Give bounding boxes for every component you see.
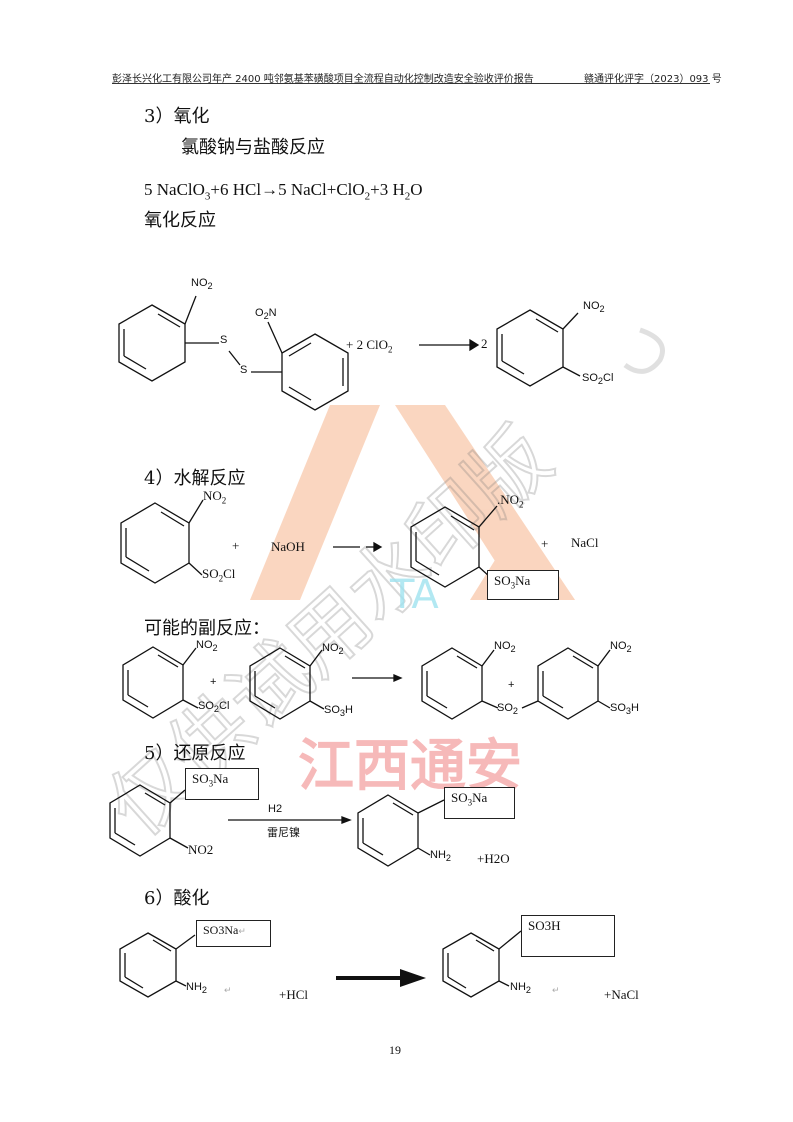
ox-coefficient: 2 (481, 336, 488, 351)
acid-so3na-box: SO3Na↵ (196, 920, 271, 947)
acid-so3h-box: SO3H (521, 915, 615, 957)
side-so2-bridge: SO2 (497, 702, 518, 717)
ox-s-atom-1: S (220, 334, 228, 346)
header-doc-number: 赣通评化评字（2023）093 号 (584, 74, 722, 85)
ox-o2n-label: O2N (255, 307, 277, 322)
page-number: 19 (389, 1043, 401, 1057)
hydrolysis-reactant-ring (120, 499, 204, 584)
hy-so2cl-label: SO2Cl (202, 566, 236, 584)
hy-plus-2: + (541, 536, 549, 551)
red-no2: NO2 (188, 842, 214, 857)
side-plus-1: + (210, 676, 217, 688)
red-so3na-box-1: SO3Na (185, 768, 259, 800)
side-product-ring-2 (521, 647, 611, 720)
hy-naoh: NaOH (271, 539, 305, 554)
reduction-product-ring (357, 794, 445, 867)
chlorate-equation: 5 NaClO3+6 HCl→5 NaCl+ClO2+3 H2O (144, 180, 423, 203)
hy-so3na-box: SO3Na (487, 570, 559, 600)
red-nh2: NH2 (430, 849, 451, 864)
ox-clo2-term: + 2 ClO2 (346, 337, 393, 355)
hy-nacl: NaCl (571, 535, 599, 550)
side-reaction-title: 可能的副反应： (144, 618, 270, 639)
red-h2: H2 (268, 803, 283, 815)
section-3-subtitle: 氯酸钠与盐酸反应 (181, 137, 325, 158)
side-plus-2: + (508, 679, 515, 691)
ox-product-no2: NO2 (583, 300, 605, 315)
oxidation-reactant-ring-1 (118, 295, 282, 382)
section-4-title: 4）水解反应 (144, 468, 246, 489)
hy-no2-label: NO2 (203, 488, 227, 506)
side-reactant-ring-2 (249, 647, 325, 720)
side-no2-4: NO2 (610, 640, 632, 655)
acidification-product-ring (442, 930, 522, 998)
oxidation-product-ring (496, 309, 581, 387)
section-6-title: 6）酸化 (144, 888, 210, 909)
section-5-title: 5）还原反应 (144, 743, 246, 764)
hy-product-no2: .NO2 (497, 492, 524, 510)
section-3-title: 3）氧化 (144, 106, 210, 127)
acidification-arrow (336, 969, 426, 987)
ox-s-atom-2: S (240, 364, 248, 376)
acid-nh2-2: NH2 (510, 981, 531, 996)
red-catalyst: 雷尼镍 (267, 826, 300, 839)
acid-mark-2: ↵ (552, 985, 560, 995)
acid-hcl: +HCl (279, 987, 309, 1002)
ox-product-so2cl: SO2Cl (582, 372, 614, 387)
hydrolysis-product-ring (410, 505, 498, 588)
reduction-reactant-ring (109, 784, 189, 857)
red-h2o: +H2O (477, 851, 510, 866)
acid-nacl: +NaCl (604, 987, 639, 1002)
ox-no2-label: NO2 (191, 277, 213, 292)
oxidation-reactant-ring-2 (267, 321, 349, 411)
oxidation-label: 氧化反应 (144, 210, 216, 231)
side-so2cl: SO2Cl (198, 700, 230, 715)
side-no2-1: NO2 (196, 639, 218, 654)
header-title: 彭泽长兴化工有限公司年产 2400 吨邻氨基苯磺酸项目全流程自动化控制改造安全验… (112, 74, 534, 85)
red-so3na-box-2: SO3Na (444, 787, 515, 819)
header-rule (112, 83, 710, 84)
hy-plus-1: + (232, 538, 240, 553)
acidification-reactant-ring (119, 932, 196, 998)
acid-mark-1: ↵ (224, 985, 232, 995)
side-no2-3: NO2 (494, 640, 516, 655)
side-product-ring-1 (421, 647, 499, 720)
side-reactant-ring-1 (122, 646, 199, 719)
side-so3h-2: SO3H (610, 702, 639, 717)
side-so3h-1: SO3H (324, 704, 353, 719)
watermark-latin: TA (389, 572, 439, 618)
side-no2-2: NO2 (322, 642, 344, 657)
acid-nh2-1: NH2 (186, 981, 207, 996)
